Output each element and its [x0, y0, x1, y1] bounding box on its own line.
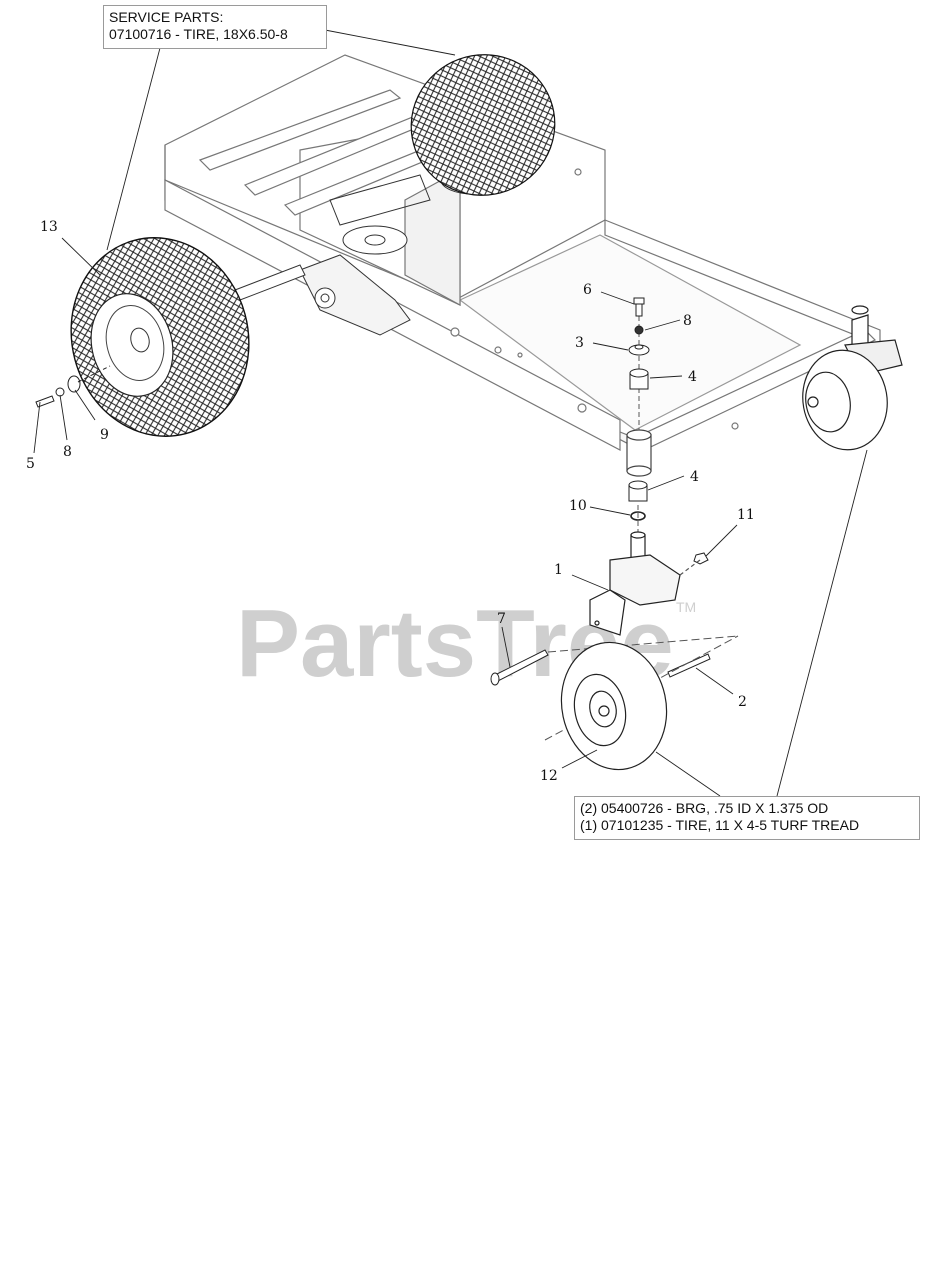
wheel-hardware-left	[35, 365, 111, 408]
upper-hardware-stack	[628, 297, 650, 430]
callout-9: 9	[100, 427, 109, 443]
front-caster-assembled	[802, 305, 903, 451]
callout-3: 3	[575, 335, 584, 351]
caster-parts-tire: (1) 07101235 - TIRE, 11 X 4-5 TURF TREAD	[580, 817, 860, 833]
callout-6: 6	[583, 282, 592, 298]
callout-5: 5	[26, 456, 35, 472]
caster-fork	[589, 531, 701, 636]
callout-8-left: 8	[63, 444, 72, 460]
service-parts-heading: SERVICE PARTS:	[109, 9, 224, 25]
lower-hardware-stack	[628, 480, 709, 565]
caster-mount	[626, 429, 652, 477]
caster-wheel	[560, 641, 668, 771]
service-parts-box: SERVICE PARTS: 07100716 - TIRE, 18X6.50-…	[103, 5, 327, 49]
callout-4-lower: 4	[690, 469, 699, 485]
callout-2: 2	[738, 694, 747, 710]
rear-tire-right	[410, 54, 556, 196]
rear-wheel-left	[70, 237, 250, 437]
caster-parts-bearing: (2) 05400726 - BRG, .75 ID X 1.375 OD	[580, 800, 829, 816]
callout-10: 10	[569, 498, 587, 514]
callout-7: 7	[497, 611, 506, 627]
callout-1: 1	[554, 562, 563, 578]
watermark-tm: TM	[676, 599, 696, 615]
callout-numbers: 13 5 8 9 6 8 3 4 4 10 11 1 7 2 12	[26, 219, 755, 784]
callout-11: 11	[737, 507, 755, 523]
callout-13: 13	[40, 219, 58, 235]
caster-parts-box: (2) 05400726 - BRG, .75 ID X 1.375 OD (1…	[574, 796, 920, 840]
callout-8-right: 8	[683, 313, 692, 329]
leader-lines	[33, 29, 868, 797]
callout-4-upper: 4	[688, 369, 697, 385]
service-parts-tire: 07100716 - TIRE, 18X6.50-8	[109, 26, 288, 42]
callout-12: 12	[540, 768, 558, 784]
